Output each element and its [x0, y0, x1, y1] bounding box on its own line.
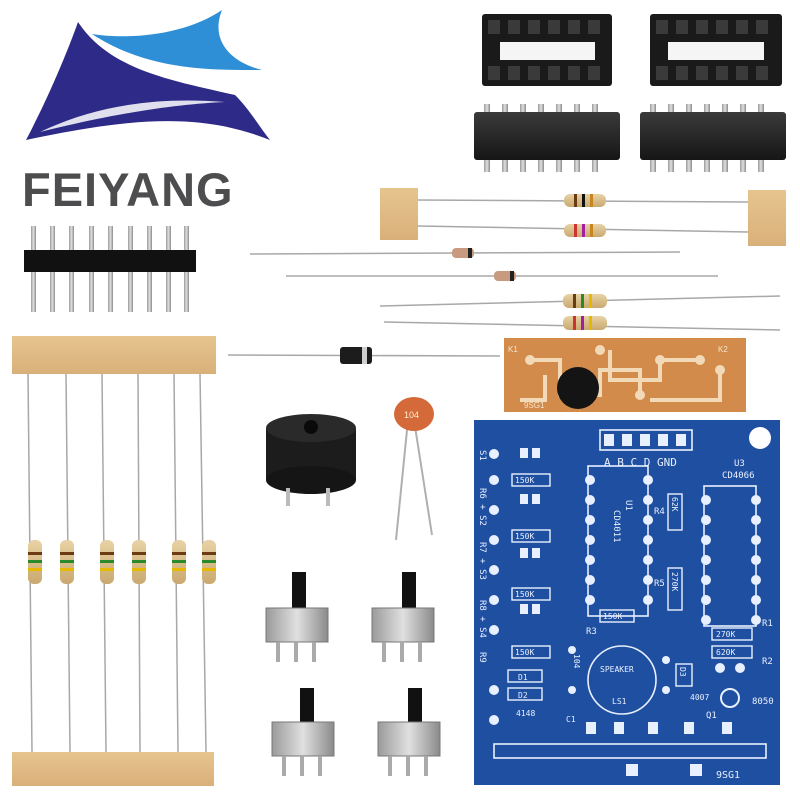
dip-chip-right: [640, 104, 786, 172]
r2-label: R2: [762, 657, 773, 667]
ic3-label: CD4066: [722, 471, 755, 481]
feiyang-logo: [26, 10, 270, 140]
small-pcb-code: 9SG1: [524, 401, 545, 410]
k1-label: K1: [508, 345, 518, 354]
u1-label: U1: [623, 500, 633, 511]
s1-label: S1: [477, 450, 487, 461]
r150k-5-label: 150K: [603, 612, 622, 621]
slide-switch-2: [371, 572, 435, 662]
r62k-label: 62K: [670, 497, 679, 512]
brand-name: FEIYANG: [22, 163, 234, 216]
capacitor-code: 104: [404, 410, 419, 420]
q1-type-label: 8050: [752, 697, 774, 707]
r3-label: R3: [586, 627, 597, 637]
ls1-label: LS1: [612, 697, 627, 706]
cap-label: 104: [572, 654, 581, 669]
s2-label: R6 + S2: [477, 488, 487, 526]
pin-header: [24, 226, 196, 312]
ic1-label: CD4011: [611, 510, 621, 543]
slide-switch-3: [271, 688, 335, 776]
pcb-code-label: 9SG1: [716, 770, 740, 781]
c1-label: C1: [566, 715, 576, 724]
speaker-label: SPEAKER: [600, 665, 634, 674]
r270k-b-label: 270K: [716, 630, 735, 639]
buzzer: [266, 414, 356, 506]
r5-label: R5: [654, 579, 665, 589]
taped-resistor-strip: [227, 188, 786, 364]
receiver-pcb: K1 K2 9SG1: [504, 338, 746, 412]
r150k-2-label: 150K: [515, 532, 534, 541]
s4-label: R8 + S4: [477, 600, 487, 638]
d2-label: D2: [518, 691, 528, 700]
logo-navy-wave: [26, 22, 270, 140]
r1-label: R1: [762, 619, 773, 629]
r150k-3-label: 150K: [515, 590, 534, 599]
r150k-1-label: 150K: [515, 476, 534, 485]
logo-sky-wave: [92, 10, 262, 71]
r150k-4-label: 150K: [515, 648, 534, 657]
ic-socket-left: [482, 14, 612, 86]
slide-switches: [265, 572, 441, 776]
q1-label: Q1: [706, 711, 717, 721]
d1-label: D1: [518, 673, 528, 682]
d3-type-label: 4007: [690, 693, 709, 702]
r9-label: R9: [477, 652, 487, 663]
main-pcb: A B C D GND CD4011 U1 CD4066 U3 62K 270K…: [474, 420, 780, 785]
s3-label: R7 + S3: [477, 542, 487, 580]
slide-switch-1: [265, 572, 329, 662]
dip-chip-left: [474, 104, 620, 172]
r270k-a-label: 270K: [670, 572, 679, 591]
d3-label: D3: [678, 667, 687, 677]
ceramic-capacitor: 104: [394, 397, 434, 541]
u3-label: U3: [734, 459, 745, 469]
r620k-label: 620K: [716, 648, 735, 657]
logo-white-swoosh: [40, 100, 225, 132]
header-label: A B C D GND: [604, 456, 677, 469]
ic-socket-right: [650, 14, 782, 86]
taped-resistors-left: [12, 336, 216, 786]
r4-label: R4: [654, 507, 665, 517]
diode-type-label: 4148: [516, 709, 535, 718]
slide-switch-4: [377, 688, 441, 776]
k2-label: K2: [718, 345, 728, 354]
